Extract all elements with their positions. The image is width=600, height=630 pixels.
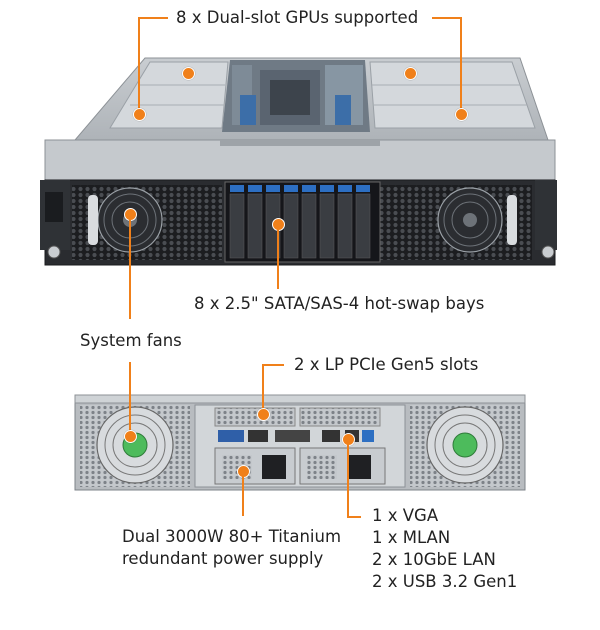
- server-front-view-image: [40, 57, 557, 266]
- gpu-marker-3: [133, 108, 146, 121]
- io-item-usb: 2 x USB 3.2 Gen1: [372, 572, 518, 591]
- io-item-vga: 1 x VGA: [372, 506, 439, 525]
- front-fan-callout-line: [129, 219, 131, 319]
- bays-label: 8 x 2.5" SATA/SAS-4 hot-swap bays: [194, 294, 485, 313]
- fans-label: System fans: [80, 331, 182, 350]
- pcie-callout-line-h: [262, 364, 284, 366]
- io-item-lan: 2 x 10GbE LAN: [372, 550, 496, 569]
- gpu-marker-1: [182, 67, 195, 80]
- io-list: 1 x VGA 1 x MLAN 2 x 10GbE LAN 2 x USB 3…: [372, 505, 517, 593]
- gpus-callout-line-left-v: [138, 17, 140, 112]
- gpu-marker-4: [455, 108, 468, 121]
- psu-label: Dual 3000W 80+ Titanium redundant power …: [122, 527, 342, 568]
- io-callout-line-h: [347, 516, 361, 518]
- pcie-callout-line-v: [262, 364, 264, 410]
- gpus-callout-line-right-v: [460, 17, 462, 112]
- gpus-callout-line-right-h: [432, 17, 462, 19]
- bays-callout-line: [277, 229, 279, 289]
- io-callout-line-v: [347, 444, 349, 518]
- gpus-callout-line-left-h: [138, 17, 168, 19]
- pcie-label: 2 x LP PCIe Gen5 slots: [294, 355, 479, 374]
- io-item-mlan: 1 x MLAN: [372, 528, 451, 547]
- rear-fan-callout-line: [129, 362, 131, 432]
- pcie-marker: [257, 408, 270, 421]
- psu-callout-line: [242, 476, 244, 516]
- gpu-marker-2: [404, 67, 417, 80]
- rear-fan-marker: [124, 430, 137, 443]
- gpus-label: 8 x Dual-slot GPUs supported: [176, 8, 419, 27]
